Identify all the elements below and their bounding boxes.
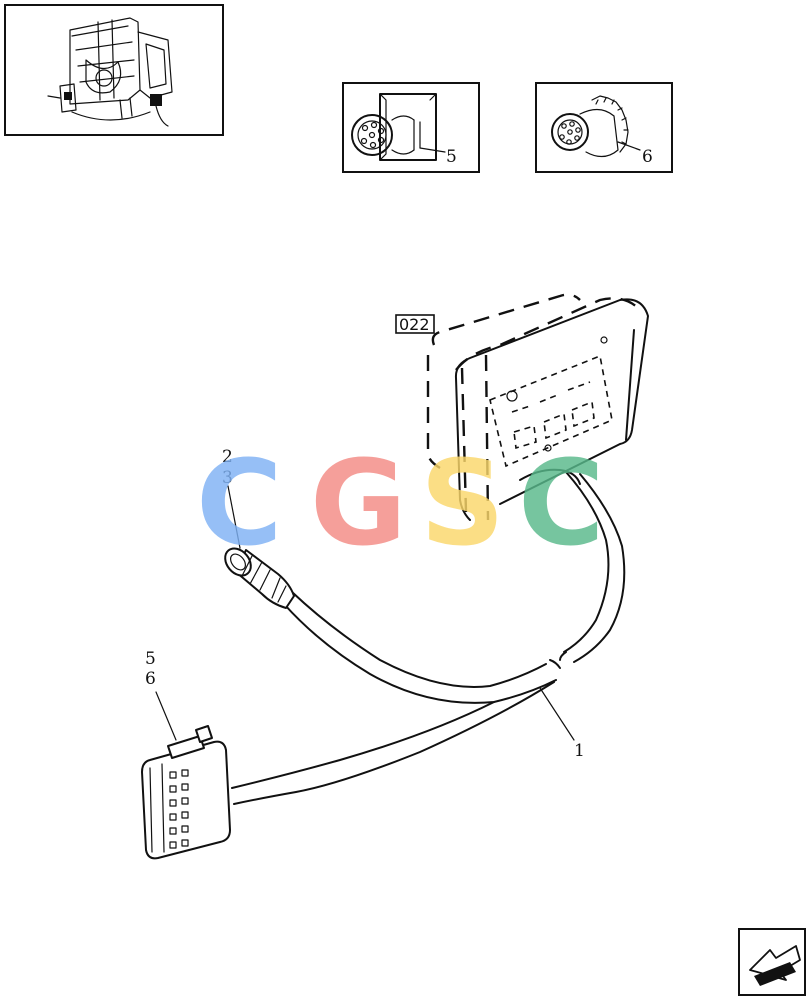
connector-detail-6: 6 <box>535 82 673 173</box>
watermark-letter-s: S <box>420 434 505 572</box>
round-connector: 2 3 <box>222 447 295 609</box>
callout-6-detail: 6 <box>642 147 653 167</box>
cable-harness: 1 <box>231 471 626 805</box>
display-unit <box>426 293 649 521</box>
watermark: C G S C <box>196 434 605 572</box>
location-thumbnail <box>4 4 224 136</box>
reference-label: 022 <box>399 315 430 334</box>
next-page-arrow-icon[interactable] <box>738 928 806 996</box>
callout-5: 5 <box>145 649 156 669</box>
callout-2: 2 <box>222 447 233 467</box>
callout-1: 1 <box>574 741 585 761</box>
callout-6: 6 <box>145 669 156 689</box>
callout-5-detail: 5 <box>446 147 457 167</box>
callout-3: 3 <box>222 468 233 488</box>
reference-box-022: 022 <box>395 314 435 334</box>
rectangular-connector: 5 6 <box>141 649 231 860</box>
watermark-letter-c: C <box>196 434 283 572</box>
watermark-letter-c2: C <box>518 434 605 572</box>
connector-detail-5: 5 <box>342 82 480 173</box>
watermark-letter-g: G <box>310 434 407 572</box>
